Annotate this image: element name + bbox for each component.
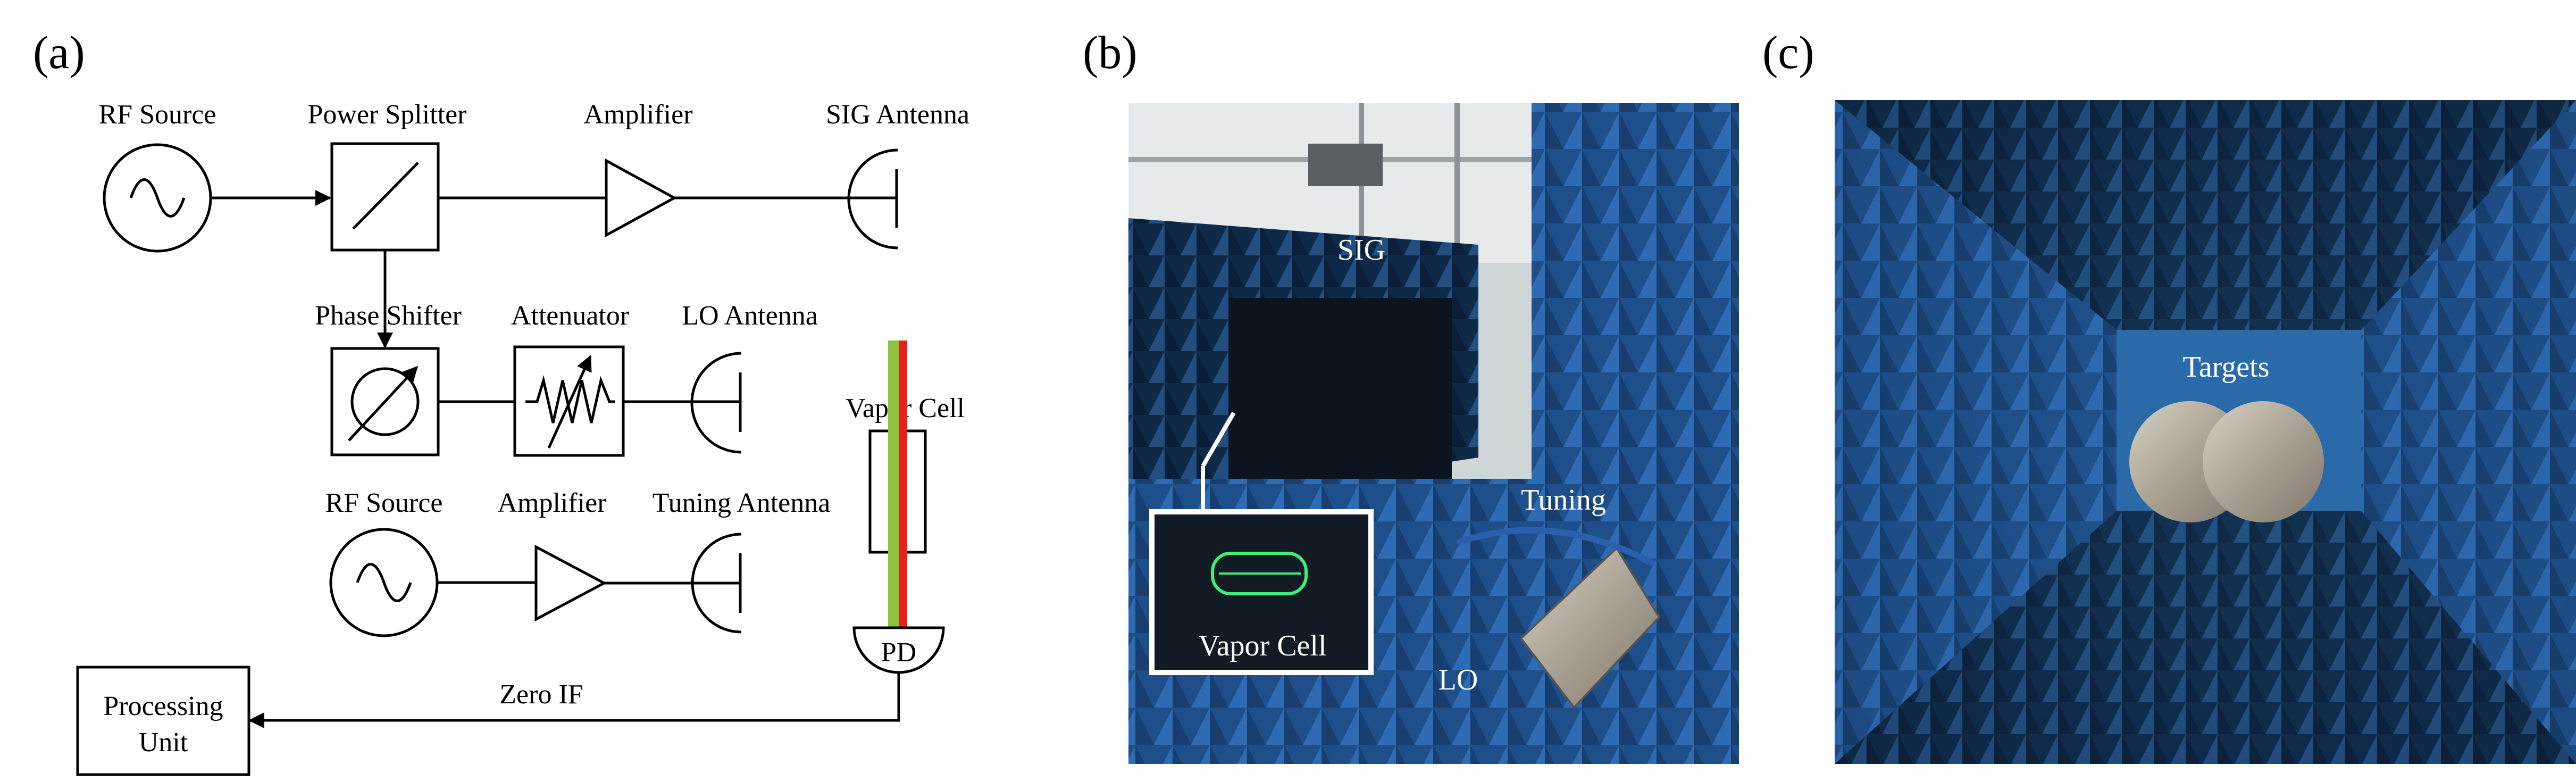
panel-c: (c) Targets: [1762, 27, 2576, 764]
attenuator: [513, 345, 625, 457]
vapor-cell-inset-label: Vapor Cell: [1198, 629, 1326, 662]
photo-b: Vapor Cell SIG Tuning LO: [1128, 103, 1739, 764]
sig-antenna-label: SIG Antenna: [826, 99, 969, 130]
photo-c: Targets: [1835, 100, 2576, 764]
tuning-antenna: [691, 533, 742, 634]
tuning-antenna-label: Tuning Antenna: [653, 488, 831, 518]
sig-antenna: [847, 148, 898, 250]
photodetector: PD: [852, 626, 945, 674]
amplifier-bottom: [534, 544, 607, 622]
processing-unit-line2: Unit: [139, 727, 188, 758]
amplifier-bottom-label: Amplifier: [497, 488, 606, 518]
panel-label-c: (c): [1762, 27, 1814, 79]
processing-unit: Processing Unit: [76, 666, 250, 776]
vapor-cell-inset: Vapor Cell: [1149, 509, 1374, 675]
lo-photo-label: LO: [1438, 663, 1478, 696]
targets-label: Targets: [2183, 351, 2270, 384]
panel-label-a: (a): [33, 27, 85, 79]
tuning-photo-label: Tuning: [1521, 484, 1606, 517]
power-splitter-label: Power Splitter: [308, 99, 467, 130]
zero-if-label: Zero IF: [499, 679, 583, 710]
lo-antenna: [690, 352, 742, 454]
panel-label-b: (b): [1083, 27, 1138, 79]
panel-a: (a) RF Source Power Splitter Amplifier S…: [33, 27, 969, 776]
sine-wave-icon: [129, 178, 186, 218]
sine-wave-icon: [356, 563, 412, 602]
rf-source-top-label: RF Source: [99, 99, 216, 130]
panel-b: (b): [1083, 27, 1739, 764]
amplifier-top-label: Amplifier: [583, 99, 692, 130]
target-plate-right: [2203, 401, 2324, 522]
lo-antenna-label: LO Antenna: [682, 301, 818, 331]
rf-source-bottom: [329, 528, 439, 637]
rf-source-top: [103, 143, 212, 253]
attenuator-label: Attenuator: [511, 301, 629, 331]
amplifier-top: [605, 158, 678, 238]
sig-photo-label: SIG: [1337, 234, 1385, 267]
pd-label: PD: [881, 637, 916, 668]
phase-shifter-label: Phase Shifter: [315, 301, 462, 331]
phase-shifter: [330, 347, 440, 456]
power-splitter: [330, 142, 440, 252]
processing-unit-line1: Processing: [103, 691, 223, 721]
rf-source-bottom-label: RF Source: [325, 488, 443, 518]
